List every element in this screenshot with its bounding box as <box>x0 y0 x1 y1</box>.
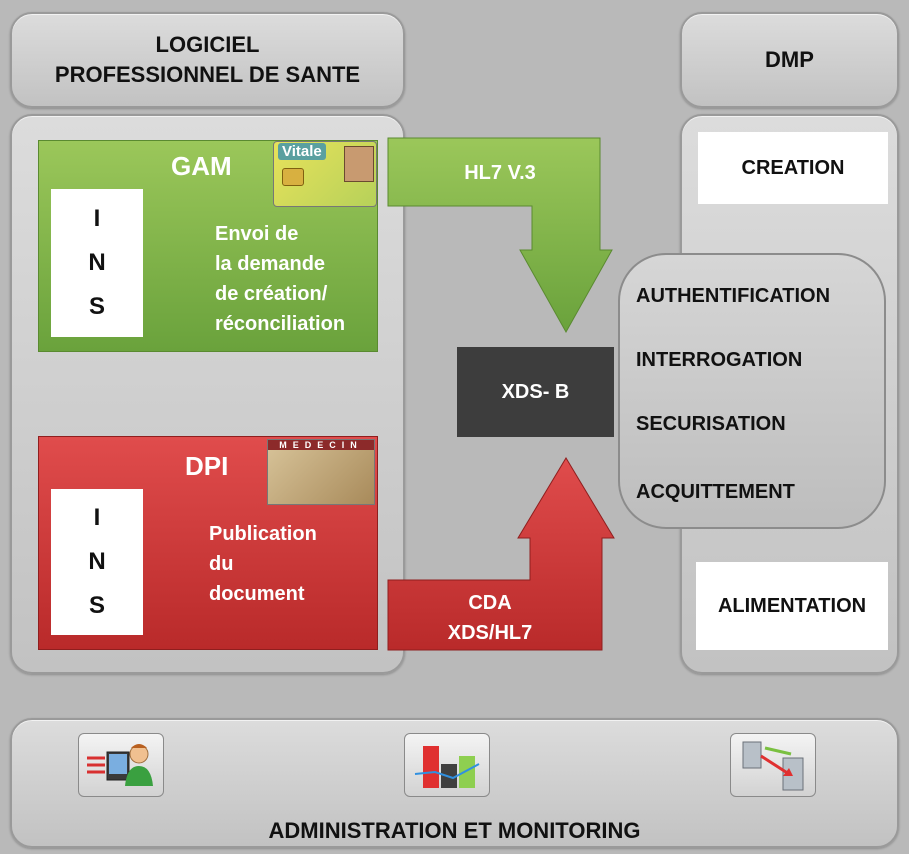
dpi-text-line: document <box>209 583 305 605</box>
alimentation-box: ALIMENTATION <box>696 562 888 650</box>
card-chip-icon <box>282 168 304 186</box>
dpi-ins-letter: N <box>88 548 106 575</box>
xds-b-label: XDS- B <box>501 380 570 403</box>
dmp-function-interrogation: INTERROGATION <box>636 349 803 371</box>
server-transfer-icon[interactable] <box>730 733 816 797</box>
cda-label-line1: CDA <box>468 592 512 614</box>
dmp-function-authentification: AUTHENTIFICATION <box>636 285 831 307</box>
gam-text: Envoi de la demande de création/ réconci… <box>215 219 345 339</box>
bar-chart-graphic <box>414 746 480 788</box>
gam-box: GAM Vitale I N S Envoi de la demande de … <box>38 140 378 352</box>
right-header-label: DMP <box>765 47 814 72</box>
dpi-ins-letter: S <box>88 592 105 619</box>
gam-ins-letter: I <box>93 205 101 232</box>
left-header: LOGICIEL PROFESSIONNEL DE SANTE <box>10 12 405 108</box>
gam-ins-letter: S <box>88 293 105 320</box>
gam-title: GAM <box>171 151 232 181</box>
left-header-line1: LOGICIEL <box>155 32 260 57</box>
dmp-function-securisation: SECURISATION <box>636 413 786 435</box>
vitale-card-label: Vitale <box>278 143 326 160</box>
administration-label: ADMINISTRATION ET MONITORING <box>268 818 641 843</box>
right-header: DMP <box>680 12 899 108</box>
left-header-line2: PROFESSIONNEL DE SANTE <box>54 62 361 87</box>
gam-text-line: de création/ <box>215 283 328 305</box>
dpi-text: Publication du document <box>209 519 317 609</box>
dpi-box: DPI MEDECIN I N S Publication du documen… <box>38 436 378 650</box>
server-transfer-graphic <box>742 741 804 791</box>
bar-chart-icon[interactable] <box>404 733 490 797</box>
user-computer-graphic <box>87 744 153 786</box>
dpi-ins-box: I N S <box>51 489 143 635</box>
cda-label: CDA XDS/HL7 <box>420 588 560 648</box>
creation-label: CREATION <box>741 156 845 179</box>
alimentation-label: ALIMENTATION <box>717 594 867 617</box>
gam-text-line: réconciliation <box>215 313 346 335</box>
hl7-label: HL7 V.3 <box>464 162 536 184</box>
user-computer-icon[interactable] <box>78 733 164 797</box>
dpi-text-line: du <box>209 553 234 575</box>
gam-text-line: la demande <box>215 253 326 275</box>
dmp-function-acquittement: ACQUITTEMENT <box>636 481 795 503</box>
medecin-card-icon: MEDECIN <box>267 439 375 505</box>
creation-box: CREATION <box>698 132 888 204</box>
gam-text-line: Envoi de <box>215 223 299 245</box>
card-photo-icon <box>344 146 374 182</box>
medecin-card-label: MEDECIN <box>268 440 374 450</box>
vitale-card-icon: Vitale <box>273 141 377 207</box>
gam-ins-box: I N S <box>51 189 143 337</box>
gam-ins-letter: N <box>88 249 106 276</box>
xds-b-box: XDS- B <box>457 347 614 437</box>
dpi-text-line: Publication <box>209 523 317 545</box>
cda-label-line2: XDS/HL7 <box>447 622 533 644</box>
dpi-ins-letter: I <box>93 504 101 531</box>
dmp-functions-box: AUTHENTIFICATION INTERROGATION SECURISAT… <box>618 253 886 529</box>
dpi-title: DPI <box>185 451 229 481</box>
